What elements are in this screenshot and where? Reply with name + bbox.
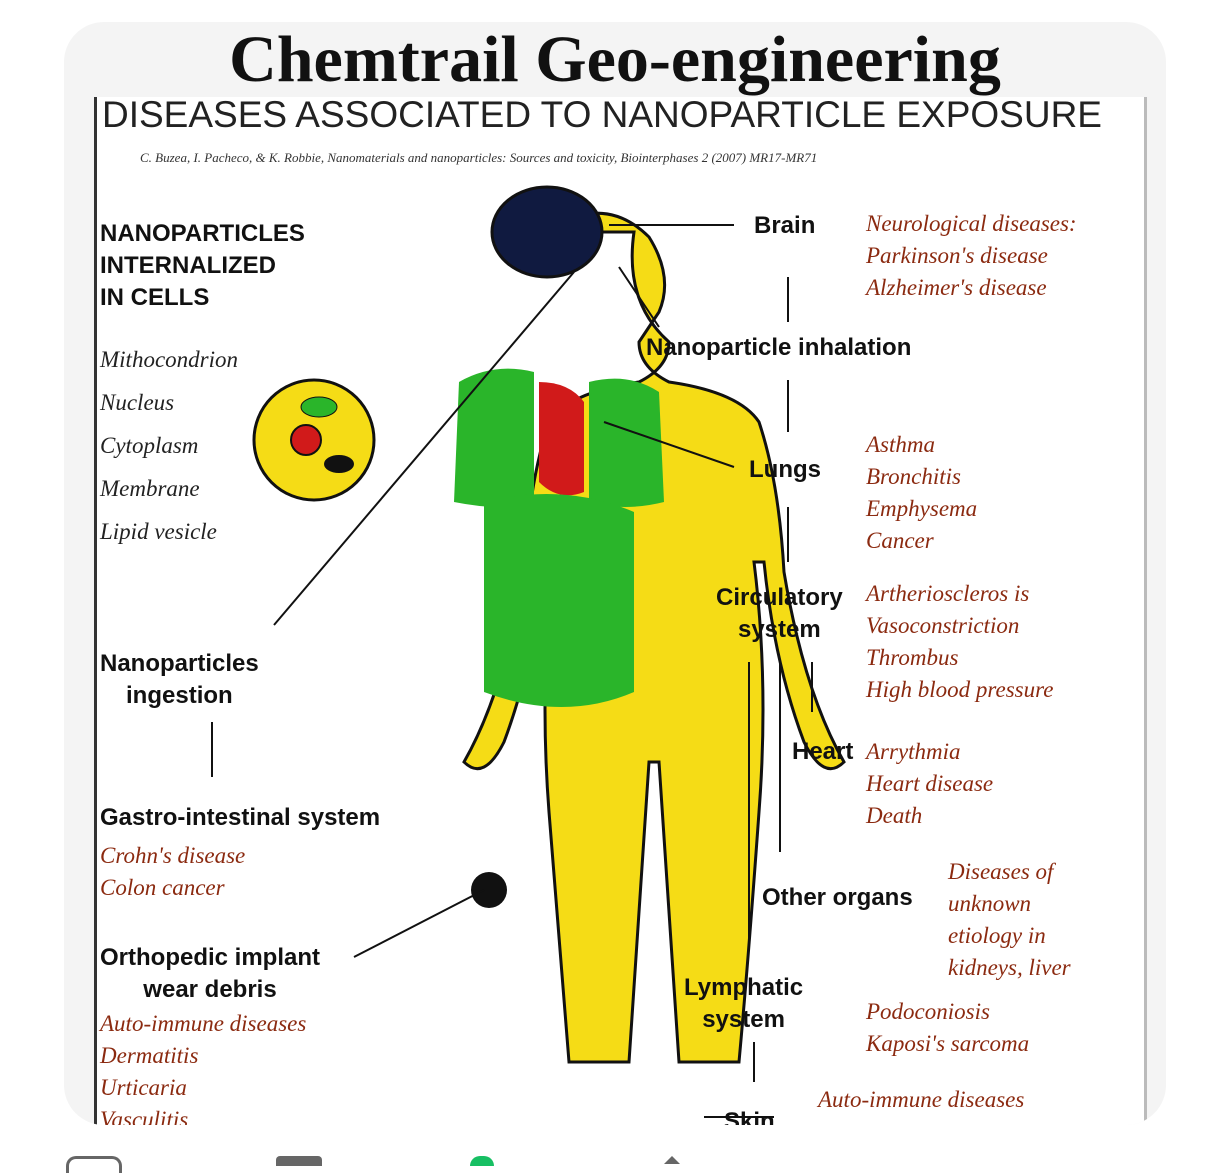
share-icon[interactable] xyxy=(664,1156,680,1164)
circulatory-label: Circulatory system xyxy=(716,582,843,646)
circulatory-diseases: Artherioscleros is Vasoconstriction Thro… xyxy=(866,578,1053,706)
disease: Urticaria xyxy=(100,1075,187,1100)
human-body-illustration xyxy=(211,185,846,1118)
cell-part: Membrane xyxy=(100,476,200,501)
citation: C. Buzea, I. Pacheco, & K. Robbie, Nanom… xyxy=(140,150,818,165)
label-line: Nanoparticles xyxy=(100,650,259,677)
label-line: Circulatory xyxy=(716,584,843,611)
disease: Asthma xyxy=(866,432,935,457)
heart-label: Heart xyxy=(792,738,854,765)
cell-part: Nucleus xyxy=(100,390,175,415)
label-line: system xyxy=(737,616,821,643)
implant-label: Orthopedic implant wear debris xyxy=(100,942,320,1006)
label-line: system xyxy=(702,1006,785,1033)
implant-diseases: Auto-immune diseases Dermatitis Urticari… xyxy=(100,1008,306,1125)
disease: Parkinson's disease xyxy=(866,243,1048,268)
disease: Cancer xyxy=(866,528,934,553)
disease: Heart disease xyxy=(866,771,994,796)
disease: Auto-immune diseases xyxy=(100,1011,307,1036)
like-icon[interactable] xyxy=(470,1156,494,1166)
disease: Thrombus xyxy=(866,645,959,670)
other-organs-label: Other organs xyxy=(762,884,913,911)
label-line: ingestion xyxy=(126,682,233,709)
lymphatic-label: Lymphatic system xyxy=(684,972,803,1036)
infographic-title: Chemtrail Geo-engineering xyxy=(229,23,1001,96)
label-line: wear debris xyxy=(143,976,277,1003)
cells-heading: NANOPARTICLES INTERNALIZED IN CELLS xyxy=(100,218,305,314)
label-line: Orthopedic implant xyxy=(100,944,321,971)
heart-diseases: Arrythmia Heart disease Death xyxy=(866,736,993,832)
disease: Kaposi's sarcoma xyxy=(866,1031,1030,1056)
disease: Neurological diseases: xyxy=(866,211,1077,236)
retweet-icon[interactable] xyxy=(276,1156,322,1166)
disease: Podoconiosis xyxy=(866,999,990,1024)
disease: kidneys, liver xyxy=(948,955,1071,980)
label-line: Lymphatic xyxy=(684,974,804,1001)
disease: Arrythmia xyxy=(866,739,961,764)
disease: Vasculitis xyxy=(100,1107,189,1125)
skin-diseases: Auto-immune diseases xyxy=(818,1087,1025,1112)
disease: High blood pressure xyxy=(866,677,1054,702)
disease: Diseases of xyxy=(948,859,1054,884)
reply-icon[interactable] xyxy=(66,1156,122,1173)
brain-label: Brain xyxy=(754,212,816,239)
skin-label: Skin xyxy=(724,1108,775,1125)
lung-diseases: Asthma Bronchitis Emphysema Cancer xyxy=(866,429,977,557)
lymphatic-diseases: Podoconiosis Kaposi's sarcoma xyxy=(866,996,1029,1060)
disease: Colon cancer xyxy=(100,875,225,900)
gi-diseases: Crohn's disease Colon cancer xyxy=(100,840,245,904)
disease: Emphysema xyxy=(866,496,978,521)
ingestion-label: Nanoparticles ingestion xyxy=(100,648,259,712)
disease: Vasoconstriction xyxy=(866,613,1020,638)
heading-line: NANOPARTICLES xyxy=(100,220,305,247)
infographic-subtitle: DISEASES ASSOCIATED TO NANOPARTICLE EXPO… xyxy=(102,94,1102,135)
cell-part: Mithocondrion xyxy=(100,347,238,372)
disease: Crohn's disease xyxy=(100,843,246,868)
cell-parts-list: Mithocondrion Nucleus Cytoplasm Membrane… xyxy=(100,338,238,553)
disease: Death xyxy=(866,803,923,828)
disease: unknown xyxy=(948,891,1032,916)
brain-diseases: Neurological diseases: Parkinson's disea… xyxy=(866,208,1077,304)
cell-part: Lipid vesicle xyxy=(100,519,217,544)
cell-part: Cytoplasm xyxy=(100,433,199,458)
heading-line: IN CELLS xyxy=(100,284,210,311)
disease: Artherioscleros is xyxy=(866,581,1030,606)
heading-line: INTERNALIZED xyxy=(100,252,276,279)
tweet-image[interactable]: Chemtrail Geo-engineering DISEASES ASSOC… xyxy=(64,22,1166,1125)
lungs-label: Lungs xyxy=(749,456,821,483)
other-organs-diseases: Diseases of unknown etiology in kidneys,… xyxy=(948,856,1071,984)
disease: etiology in xyxy=(948,923,1046,948)
inhalation-label: Nanoparticle inhalation xyxy=(646,334,912,361)
disease: Bronchitis xyxy=(866,464,961,489)
disease: Alzheimer's disease xyxy=(866,275,1047,300)
disease: Dermatitis xyxy=(100,1043,199,1068)
gi-label: Gastro-intestinal system xyxy=(100,804,381,831)
